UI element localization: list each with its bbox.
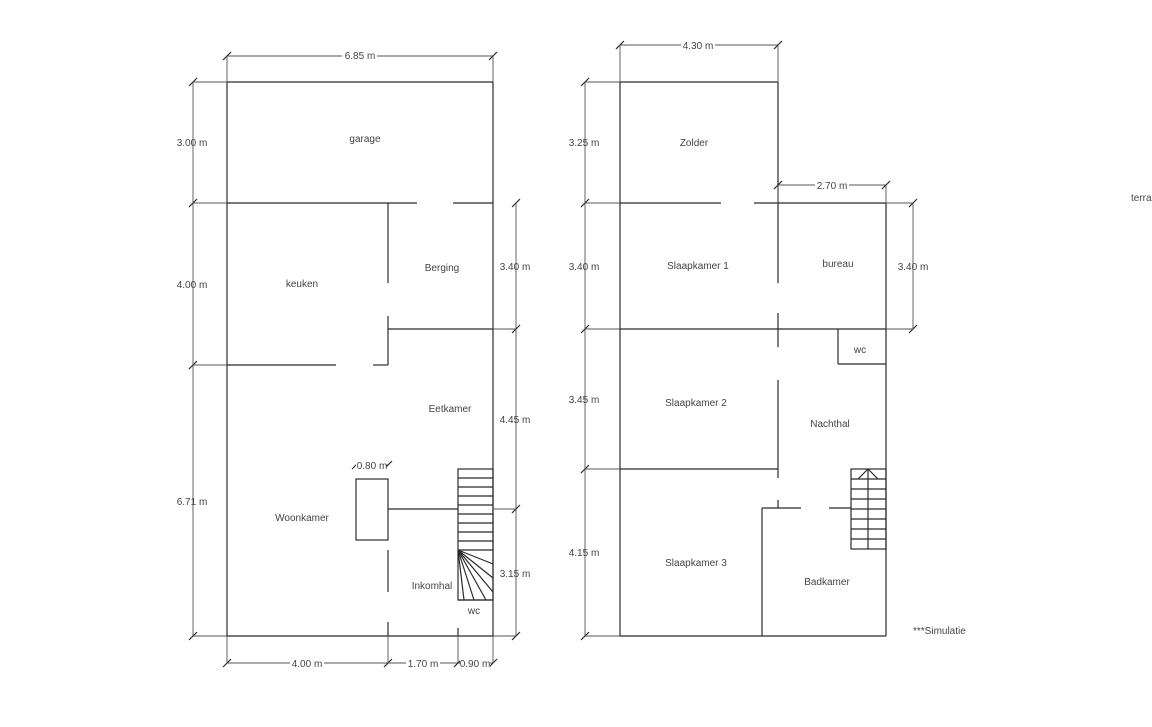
label-slaapkamer3: Slaapkamer 3	[665, 558, 727, 569]
label-bureau: bureau	[822, 259, 853, 270]
upper-staircase	[850, 468, 887, 550]
notes: terra ***Simulatie	[913, 193, 1152, 637]
ground-dimension-lines	[188, 51, 521, 668]
label-nachthal: Nachthal	[810, 419, 849, 430]
dim-upper-bureau-h: 3.40 m	[898, 262, 929, 273]
label-inkomhal: Inkomhal	[412, 581, 453, 592]
dim-ground-bottom-2: 1.70 m	[408, 659, 439, 670]
ground-floor-walls	[226, 81, 494, 637]
label-slaapkamer1: Slaapkamer 1	[667, 261, 729, 272]
dimension-labels: 6.85 m 3.00 m 4.00 m 6.71 m 3.40 m 4.45 …	[177, 39, 929, 670]
label-zolder: Zolder	[680, 138, 709, 149]
dim-upper-bureau-w: 2.70 m	[817, 181, 848, 192]
room-labels: garage keuken Berging Eetkamer Woonkamer…	[275, 134, 866, 617]
dim-upper-slk1-h: 3.40 m	[569, 262, 600, 273]
ground-staircase	[457, 468, 494, 601]
dim-upper-zolder-h: 3.25 m	[569, 138, 600, 149]
dim-upper-width: 4.30 m	[683, 41, 714, 52]
upper-floor-walls	[619, 81, 887, 637]
dim-ground-bottom-3: 0.90 m	[460, 659, 491, 670]
dim-ground-chimney-w: 0.80 m	[357, 461, 388, 472]
label-eetkamer: Eetkamer	[429, 404, 472, 415]
label-wc-ground: wc	[467, 606, 480, 617]
label-woonkamer: Woonkamer	[275, 513, 329, 524]
dim-ground-width: 6.85 m	[345, 51, 376, 62]
label-badkamer: Badkamer	[804, 577, 850, 588]
upper-dimension-lines	[580, 40, 918, 641]
dim-ground-bottom-1: 4.00 m	[292, 659, 323, 670]
dim-ground-berging-h: 3.40 m	[500, 262, 531, 273]
note-terrace: terra	[1131, 193, 1152, 204]
dim-upper-slk2-h: 3.45 m	[569, 395, 600, 406]
note-simulation: ***Simulatie	[913, 626, 966, 637]
label-wc-upper: wc	[853, 345, 866, 356]
dim-ground-eetkamer-h: 4.45 m	[500, 415, 531, 426]
label-berging: Berging	[425, 263, 459, 274]
dim-ground-inkom-h: 3.15 m	[500, 569, 531, 580]
dim-upper-slk3-h: 4.15 m	[569, 548, 600, 559]
label-slaapkamer2: Slaapkamer 2	[665, 398, 727, 409]
label-keuken: keuken	[286, 279, 318, 290]
label-garage: garage	[349, 134, 381, 145]
dim-ground-keuken-h: 4.00 m	[177, 280, 208, 291]
dim-ground-garage-h: 3.00 m	[177, 138, 208, 149]
dim-ground-woon-h: 6.71 m	[177, 497, 208, 508]
